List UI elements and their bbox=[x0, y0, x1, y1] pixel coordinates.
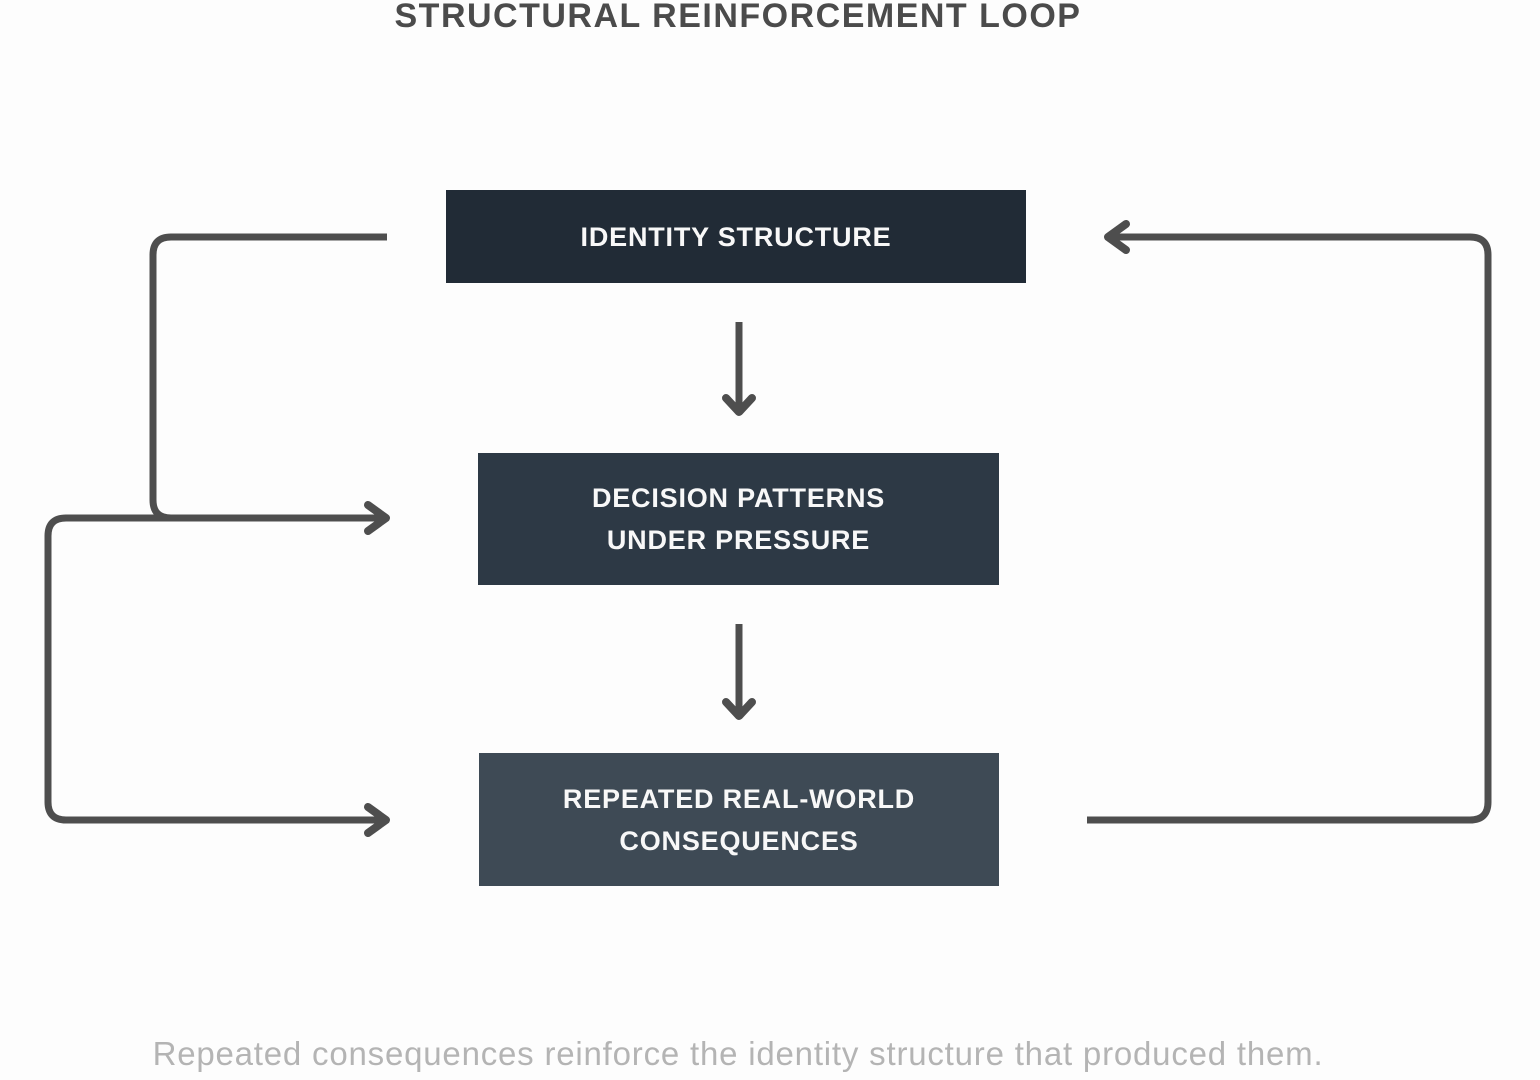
node-label-line: UNDER PRESSURE bbox=[606, 525, 871, 555]
arrow-identity-to-decisions-head bbox=[722, 394, 756, 416]
node-repeated-consequences: REPEATED REAL-WORLD CONSEQUENCES bbox=[479, 753, 999, 886]
arrow-left-inner-loop-head bbox=[364, 501, 390, 535]
arrow-left-outer-loop-head bbox=[364, 803, 390, 837]
node-label-line: CONSEQUENCES bbox=[619, 825, 859, 856]
node-identity-structure: IDENTITY STRUCTURE bbox=[446, 190, 1026, 283]
arrow-right-loop-head bbox=[1104, 220, 1130, 254]
node-label-line: IDENTITY STRUCTURE bbox=[580, 221, 892, 252]
node-decision-patterns: DECISION PATTERNS UNDER PRESSURE bbox=[478, 453, 999, 585]
arrow-right-loop-shaft bbox=[1087, 233, 1492, 824]
node-label-line: DECISION PATTERNS bbox=[591, 483, 886, 513]
diagram-title: STRUCTURAL REINFORCEMENT LOOP bbox=[394, 0, 1082, 35]
arrow-left-outer-loop-shaft bbox=[44, 514, 382, 824]
node-label-line: REPEATED REAL-WORLD bbox=[562, 783, 916, 814]
diagram-caption: Repeated consequences reinforce the iden… bbox=[152, 1035, 1324, 1072]
arrow-left-inner-loop-shaft bbox=[149, 233, 387, 522]
arrow-decisions-to-consequences-head bbox=[722, 698, 756, 720]
